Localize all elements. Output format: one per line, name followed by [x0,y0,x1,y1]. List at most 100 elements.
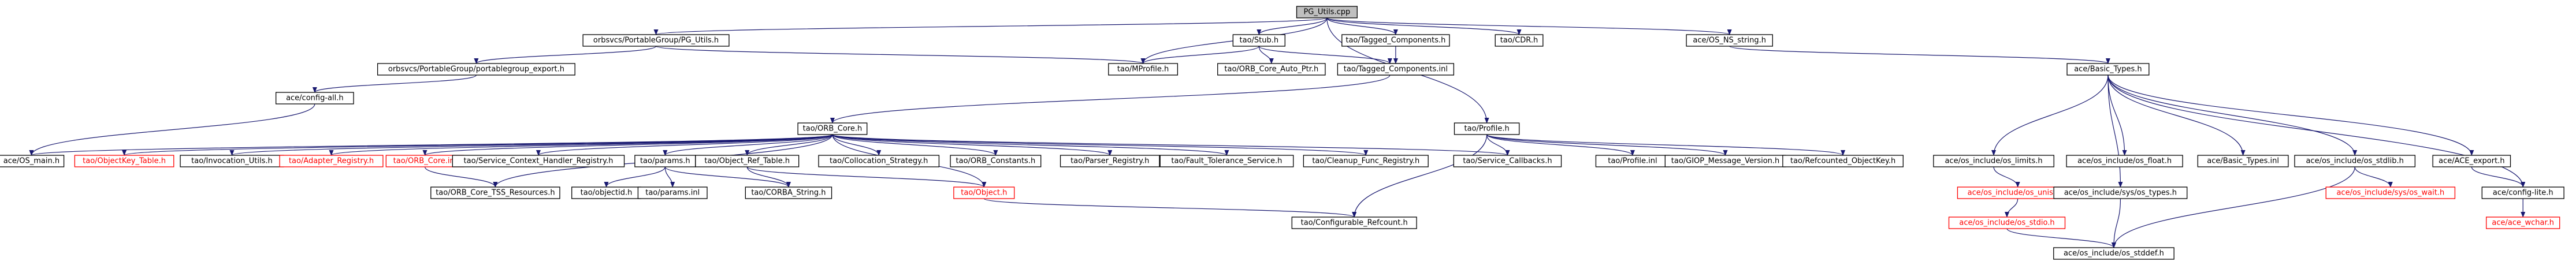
node-tssres[interactable]: tao/ORB_Core_TSS_Resources.h [430,186,560,199]
node-limits[interactable]: ace/os_include/os_limits.h [1933,155,2054,167]
node-adapterreg[interactable]: tao/Adapter_Registry.h [279,155,384,167]
node-label: ace/os_include/os_stddef.h [2064,249,2164,258]
node-label: tao/ORB_Core.h [803,125,863,133]
node-configurable[interactable]: tao/Configurable_Refcount.h [1291,216,1417,229]
node-box [1341,34,1450,47]
node-configall[interactable]: ace/config-all.h [275,92,354,104]
node-taggedinl[interactable]: tao/Tagged_Components.inl [1337,63,1455,76]
node-object[interactable]: tao/Object.h [953,186,1015,199]
node-label: tao/ORB_Core_TSS_Resources.h [436,189,555,197]
node-stddef[interactable]: ace/os_include/os_stddef.h [2053,247,2174,260]
node-orbcoreinl[interactable]: tao/ORB_Core.inl [385,155,464,167]
edge-aceexport-to-configlite [2471,166,2526,188]
node-box [818,155,940,167]
node-paramsinl[interactable]: tao/params.inl [637,186,708,199]
edge-nsstring-to-basictypes [1729,46,2110,64]
node-profile[interactable]: tao/Profile.h [1454,122,1520,135]
node-box [637,186,708,199]
node-sctxhandler[interactable]: tao/Service_Context_Handler_Registry.h [452,155,625,167]
node-collocation[interactable]: tao/Collocation_Strategy.h [818,155,940,167]
edge-stubinl-to-orbcore [830,74,1391,124]
edge-basictypes-to-systypes [2107,74,2123,188]
node-label: tao/ORB_Core_Auto_Ptr.h [1224,65,1318,74]
node-svccallbacks[interactable]: tao/Service_Callbacks.h [1453,155,1562,167]
node-objreftable[interactable]: tao/Object_Ref_Table.h [695,155,800,167]
node-label: tao/CORBA_String.h [751,189,826,197]
node-syswait[interactable]: ace/os_include/sys/os_wait.h [2325,186,2456,199]
node-label: ace/os_include/os_stdio.h [1959,219,2054,227]
edge-orbcore-to-orbcoreinl [422,134,833,156]
node-pgutils: PG_Utils.cpp [1296,6,1358,18]
node-label: tao/CDR.h [1500,36,1538,45]
edge-orbcore-to-svccallbacks [832,134,1510,156]
node-box [582,34,730,47]
node-label: tao/ORB_Core.inl [393,157,457,166]
edge-orbcore-to-adapterreg [329,134,833,156]
node-systypes[interactable]: ace/os_include/sys/os_types.h [2053,186,2188,199]
node-box [1948,216,2066,229]
node-box [452,155,625,167]
node-label: tao/Tagged_Components.inl [1344,65,1448,74]
node-faulttol[interactable]: tao/Fault_Tolerance_Service.h [1159,155,1294,167]
node-label: tao/Collocation_Strategy.h [830,157,928,166]
node-configlite[interactable]: ace/config-lite.h [2481,186,2564,199]
node-float[interactable]: ace/os_include/os_float.h [2066,155,2183,167]
node-box [1217,63,1326,76]
node-stdio[interactable]: ace/os_include/os_stdio.h [1948,216,2066,229]
node-label: tao/params.inl [645,189,700,197]
node-cdr[interactable]: tao/CDR.h [1495,34,1544,47]
node-refcountedkey[interactable]: tao/Refcounted_ObjectKey.h [1782,155,1904,167]
node-box [1782,155,1904,167]
edge-orbcore-to-faulttol [832,134,1229,156]
node-label: ace/Basic_Types.h [2074,65,2142,74]
edge-stub-to-autoptr [1258,46,1274,64]
node-basictypesinl[interactable]: ace/Basic_Types.inl [2197,155,2289,167]
edge-pgutilsh-to-mprofile [655,46,1146,64]
node-cleanup[interactable]: tao/Cleanup_Func_Registry.h [1303,155,1429,167]
node-invocutils[interactable]: tao/Invocation_Utils.h [180,155,284,167]
node-basictypes[interactable]: ace/Basic_Types.h [2066,63,2150,76]
edge-orbcore-to-params [663,134,833,156]
node-stdlib[interactable]: ace/os_include/os_stdlib.h [2294,155,2416,167]
node-orbconst[interactable]: tao/ORB_Constants.h [950,155,1042,167]
node-pgutilsh[interactable]: orbsvcs/PortableGroup/PG_Utils.h [582,34,730,47]
edge-params-to-objectid [604,166,666,188]
edge-orbcore-to-parserreg [832,134,1112,156]
node-params[interactable]: tao/params.h [634,155,696,167]
node-label: tao/Parser_Registry.h [1070,157,1149,166]
node-box [2053,186,2188,199]
node-box [1108,63,1179,76]
node-label: tao/GIOP_Message_Version.h [1671,157,1780,166]
node-profileinl[interactable]: tao/Profile.inl [1595,155,1670,167]
node-label: ace/os_include/os_float.h [2077,157,2172,166]
node-osmain[interactable]: ace/OS_main.h [0,155,65,167]
node-label: tao/params.h [640,157,690,166]
node-aceexport[interactable]: ace/ACE_export.h [2432,155,2511,167]
node-orbcore[interactable]: tao/ORB_Core.h [797,122,868,135]
node-giopver[interactable]: tao/GIOP_Message_Version.h [1664,155,1786,167]
edge-object-to-configurable [983,198,1356,218]
edge-stub-to-stubinl [1258,46,1392,64]
node-label: tao/Service_Context_Handler_Registry.h [464,157,614,166]
node-stub[interactable]: tao/Stub.h [1232,34,1285,47]
node-objkeytable[interactable]: tao/ObjectKey_Table.h [74,155,174,167]
node-label: tao/Profile.h [1464,125,1510,133]
node-parserreg[interactable]: tao/Parser_Registry.h [1060,155,1160,167]
node-mprofile[interactable]: tao/MProfile.h [1108,63,1179,76]
edge-pgexport-to-configall [312,74,477,93]
node-pgexport[interactable]: orbsvcs/PortableGroup/portablegroup_expo… [377,63,575,76]
node-box [2481,186,2564,199]
node-objectid[interactable]: tao/objectid.h [571,186,641,199]
edge-unistd-to-stdio [2005,198,2019,218]
node-autoptr[interactable]: tao/ORB_Core_Auto_Ptr.h [1217,63,1326,76]
node-acewchar[interactable]: ace/ace_wchar.h [2486,216,2560,229]
node-unistd[interactable]: ace/os_include/os_unistd.h [1957,186,2079,199]
node-tagged[interactable]: tao/Tagged_Components.h [1341,34,1450,47]
node-nsstring[interactable]: ace/OS_NS_string.h [1686,34,1773,47]
node-corbastring[interactable]: tao/CORBA_String.h [745,186,832,199]
edge-objreftable-to-corbastring [746,166,791,188]
node-box [1303,155,1429,167]
node-box [1291,216,1417,229]
edge-orbcore-to-invocutils [229,134,833,156]
node-label: PG_Utils.cpp [1303,8,1350,17]
